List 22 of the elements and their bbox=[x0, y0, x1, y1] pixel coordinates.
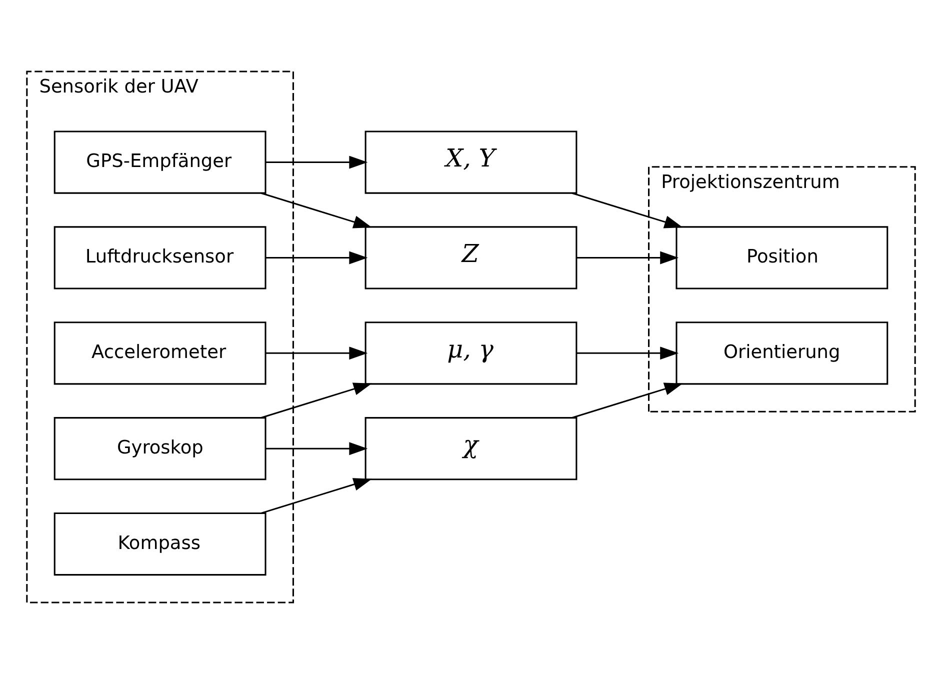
arrow bbox=[260, 478, 372, 514]
node-box: Luftdrucksensor bbox=[54, 226, 266, 290]
arrow bbox=[266, 156, 368, 169]
node-box: Position bbox=[676, 226, 888, 290]
node-box: χ bbox=[364, 417, 578, 480]
arrow bbox=[572, 192, 683, 228]
node-box: GPS-Empfänger bbox=[54, 130, 266, 194]
node-box: Kompass bbox=[54, 512, 266, 576]
arrow bbox=[260, 192, 372, 228]
arrow bbox=[266, 442, 368, 456]
arrow bbox=[576, 346, 679, 360]
arrow bbox=[572, 382, 683, 418]
arrow bbox=[260, 382, 372, 418]
arrow bbox=[266, 346, 368, 360]
arrow bbox=[576, 251, 679, 264]
node-box: Gyroskop bbox=[54, 417, 266, 480]
arrow bbox=[266, 251, 368, 264]
node-box: X, Y bbox=[364, 130, 578, 194]
node-box: Z bbox=[364, 226, 578, 290]
node-box: μ, γ bbox=[364, 322, 578, 385]
node-box: Accelerometer bbox=[54, 322, 266, 385]
node-box: Orientierung bbox=[676, 322, 888, 385]
